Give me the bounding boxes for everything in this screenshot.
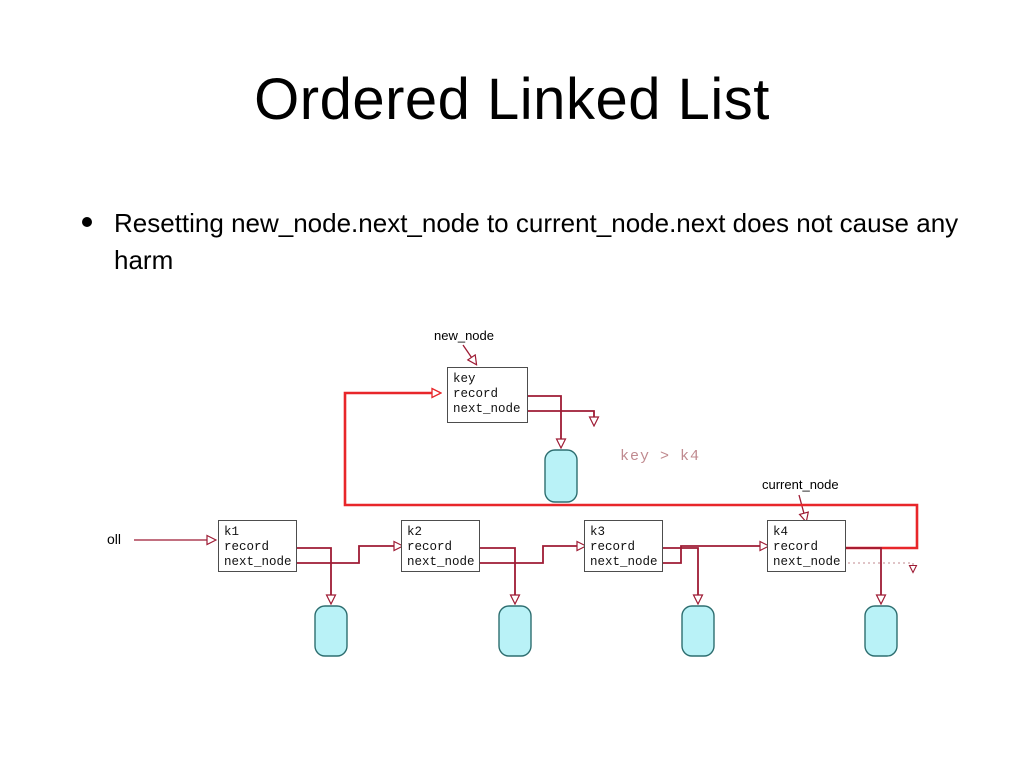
node-box-k4: k4 record next_node [767, 520, 846, 572]
k1-field-next-node: next_node [224, 555, 292, 569]
k1-record-pointer [273, 547, 331, 603]
record-cylinder-1 [314, 605, 348, 657]
k1-field-key: k1 [224, 525, 240, 539]
bullet-marker-icon [82, 217, 92, 227]
node-box-k1: k1 record next_node [218, 520, 297, 572]
k3-next-pointer [658, 546, 768, 564]
k2-record-pointer [456, 547, 515, 603]
new-node-record-pointer [524, 395, 561, 447]
k3-record-pointer [639, 547, 698, 603]
new-node-callout-arrow [462, 344, 476, 364]
new-node-next-pointer [524, 410, 594, 425]
record-cylinder-3 [681, 605, 715, 657]
k3-field-next-node: next_node [590, 555, 658, 569]
k4-field-next-node: next_node [773, 555, 841, 569]
bullet-item-text: Resetting new_node.next_node to current_… [114, 208, 959, 275]
record-cylinder-4 [864, 605, 898, 657]
new-node-field-next-node: next_node [453, 402, 521, 416]
k4-next-dotted-pointer [843, 562, 913, 572]
new-pointer-path-bright [343, 393, 919, 550]
record-cylinder-2 [498, 605, 532, 657]
k2-next-pointer [475, 546, 585, 564]
new-node-field-record: record [453, 387, 499, 401]
current-node-callout-arrow [798, 494, 806, 521]
node-box-k2: k2 record next_node [401, 520, 480, 572]
k2-field-record: record [407, 540, 453, 554]
k4-field-record: record [773, 540, 819, 554]
label-list-head: oll [107, 531, 122, 547]
k1-next-pointer [292, 546, 402, 564]
node-box-k3: k3 record next_node [584, 520, 663, 572]
k4-field-key: k4 [773, 525, 789, 539]
k2-field-next-node: next_node [407, 555, 475, 569]
k1-field-record: record [224, 540, 270, 554]
label-new-node: new_node [434, 328, 494, 343]
k3-field-key: k3 [590, 525, 606, 539]
page-title: Ordered Linked List [254, 67, 770, 132]
label-current-node: current_node [762, 477, 839, 492]
k3-field-record: record [590, 540, 636, 554]
node-box-new-node: key record next_node [447, 367, 528, 423]
new-node-field-key: key [453, 372, 476, 386]
k4-record-pointer [822, 547, 881, 603]
record-cylinder-new [544, 449, 578, 503]
k2-field-key: k2 [407, 525, 423, 539]
label-condition-key-gt-k4: key > k4 [620, 448, 701, 465]
